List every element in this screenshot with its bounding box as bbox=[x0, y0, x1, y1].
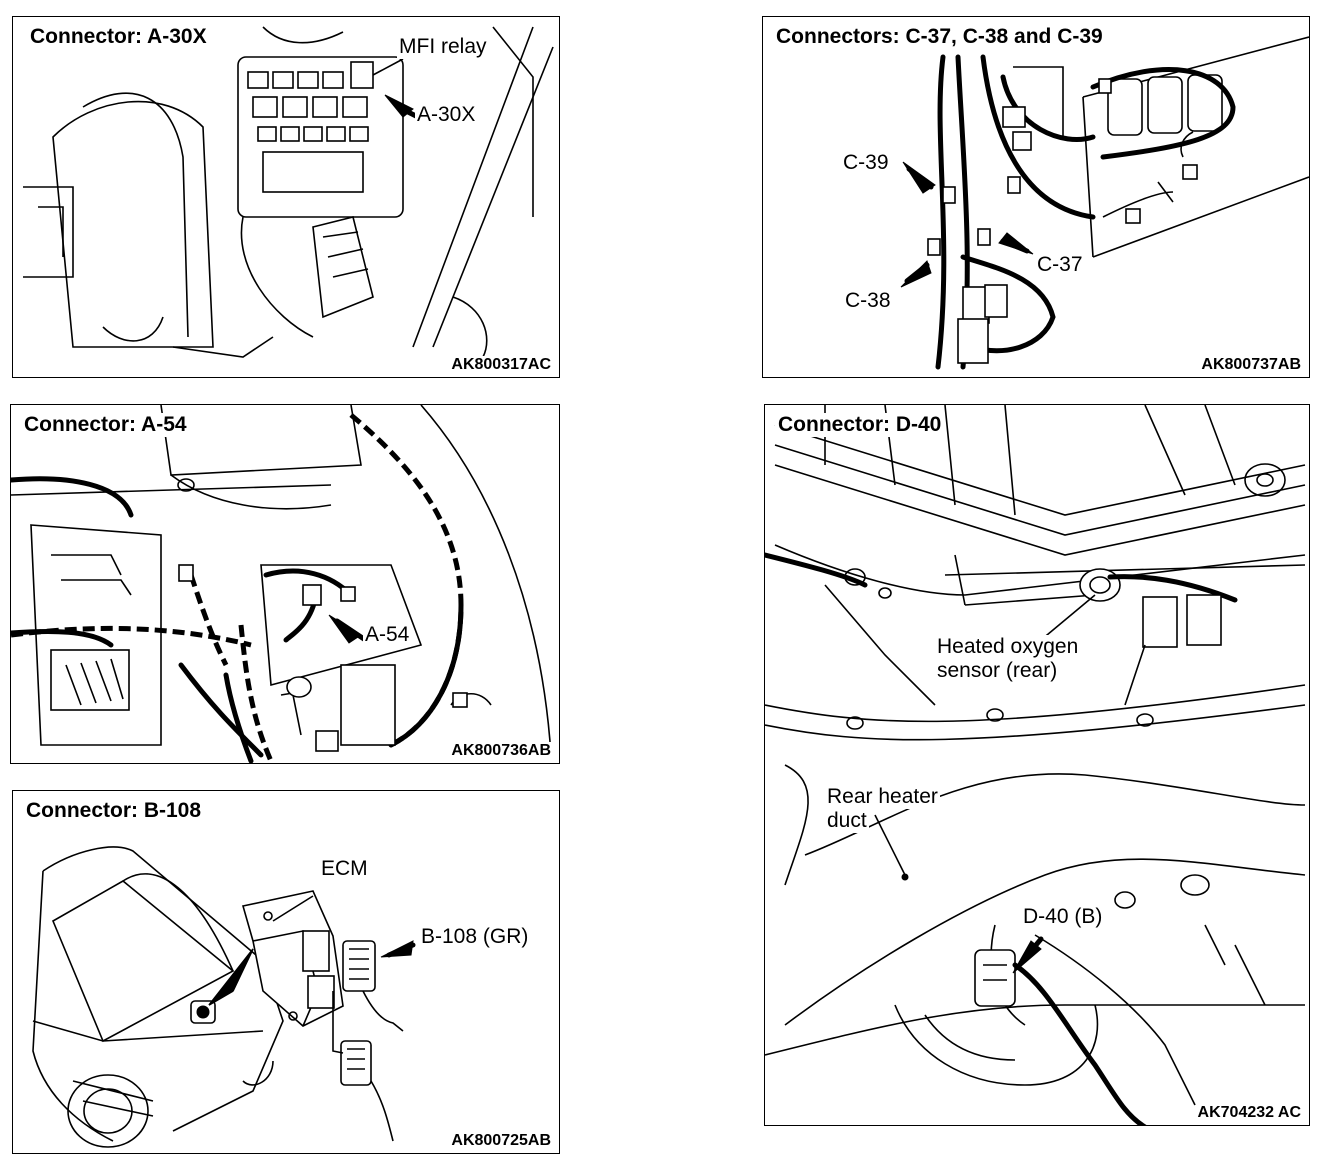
label-a30x: A-30X bbox=[415, 103, 478, 127]
figure-code: AK800736AB bbox=[449, 742, 553, 760]
panel-title: Connector: B-108 bbox=[23, 799, 205, 823]
c37-c38-c39-illustration bbox=[900, 36, 1309, 370]
label-c39: C-39 bbox=[841, 151, 891, 175]
a30x-illustration bbox=[23, 26, 554, 358]
figure-code: AK800317AC bbox=[449, 356, 553, 374]
a54-illustration bbox=[11, 405, 552, 763]
figure-code: AK704232 AC bbox=[1195, 1104, 1303, 1122]
panel-title: Connectors: C-37, C-38 and C-39 bbox=[773, 25, 1106, 49]
d40-illustration bbox=[765, 405, 1306, 1125]
label-b108-gr: B-108 (GR) bbox=[419, 925, 531, 949]
panel-c37-c38-c39: Connectors: C-37, C-38 and C-39 C-39 C-3… bbox=[762, 16, 1310, 378]
label-ecm: ECM bbox=[319, 857, 370, 881]
label-c37: C-37 bbox=[1035, 253, 1085, 277]
panel-title: Connector: A-54 bbox=[21, 413, 190, 437]
panel-a54: Connector: A-54 A-54 AK800736AB bbox=[10, 404, 560, 764]
label-a54: A-54 bbox=[363, 623, 412, 647]
b108-illustration bbox=[32, 846, 416, 1148]
label-d40b: D-40 (B) bbox=[1021, 905, 1105, 929]
panel-title: Connector: D-40 bbox=[775, 413, 945, 437]
label-sensor-rear: sensor (rear) bbox=[935, 659, 1060, 683]
panel-a30x: Connector: A-30X MFI relay A-30X AK80031… bbox=[12, 16, 560, 378]
figure-code: AK800725AB bbox=[449, 1132, 553, 1150]
label-heated-oxygen: Heated oxygen bbox=[935, 635, 1081, 659]
label-duct: duct bbox=[825, 809, 869, 833]
panel-b108: Connector: B-108 ECM B-108 (GR) AK800725… bbox=[12, 790, 560, 1154]
label-rear-heater: Rear heater bbox=[825, 785, 940, 809]
panel-d40: Connector: D-40 Heated oxygen sensor (re… bbox=[764, 404, 1310, 1126]
label-mfi-relay: MFI relay bbox=[397, 35, 489, 59]
panel-title: Connector: A-30X bbox=[27, 25, 210, 49]
label-c38: C-38 bbox=[843, 289, 893, 313]
figure-code: AK800737AB bbox=[1199, 356, 1303, 374]
